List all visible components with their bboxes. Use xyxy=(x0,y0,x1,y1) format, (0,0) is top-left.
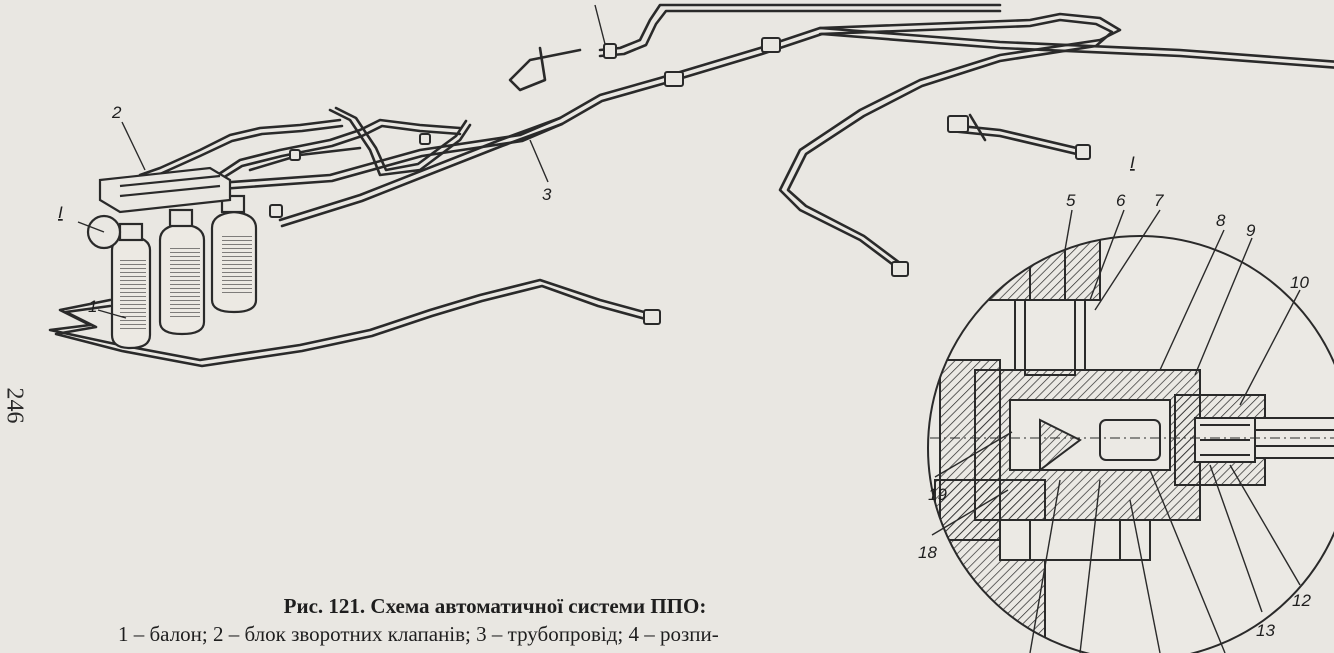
page-number: 246 xyxy=(1,387,28,424)
figure-caption: Рис. 121. Схема автоматичної системи ППО… xyxy=(118,592,810,648)
label-6: 6 xyxy=(1116,191,1126,210)
label-10: 10 xyxy=(1290,273,1309,292)
label-13: 13 xyxy=(1256,621,1275,640)
pipe-fittings xyxy=(269,37,1091,325)
label-18: 18 xyxy=(918,543,937,562)
label-7: 7 xyxy=(1154,191,1164,210)
label-2: 2 xyxy=(111,103,122,122)
label-1: 1 xyxy=(88,297,97,316)
label-9: 9 xyxy=(1246,221,1256,240)
leader-lines-detail xyxy=(931,209,1301,653)
label-detail-ref-main: I xyxy=(58,203,63,222)
label-12: 12 xyxy=(1292,591,1311,610)
caption-body: 1 – балон; 2 – блок зворотних клапанів; … xyxy=(118,622,719,646)
label-19: 19 xyxy=(928,485,947,504)
pipeline-network xyxy=(48,3,1334,368)
detail-view-circle xyxy=(927,235,1334,653)
label-5: 5 xyxy=(1066,191,1076,210)
label-detail-ref-title: I xyxy=(1130,153,1135,172)
gas-cylinders xyxy=(86,166,258,350)
label-3: 3 xyxy=(542,185,552,204)
caption-title: Рис. 121. Схема автоматичної системи ППО… xyxy=(283,594,707,618)
label-8: 8 xyxy=(1216,211,1226,230)
leader-lines-main xyxy=(77,4,606,319)
